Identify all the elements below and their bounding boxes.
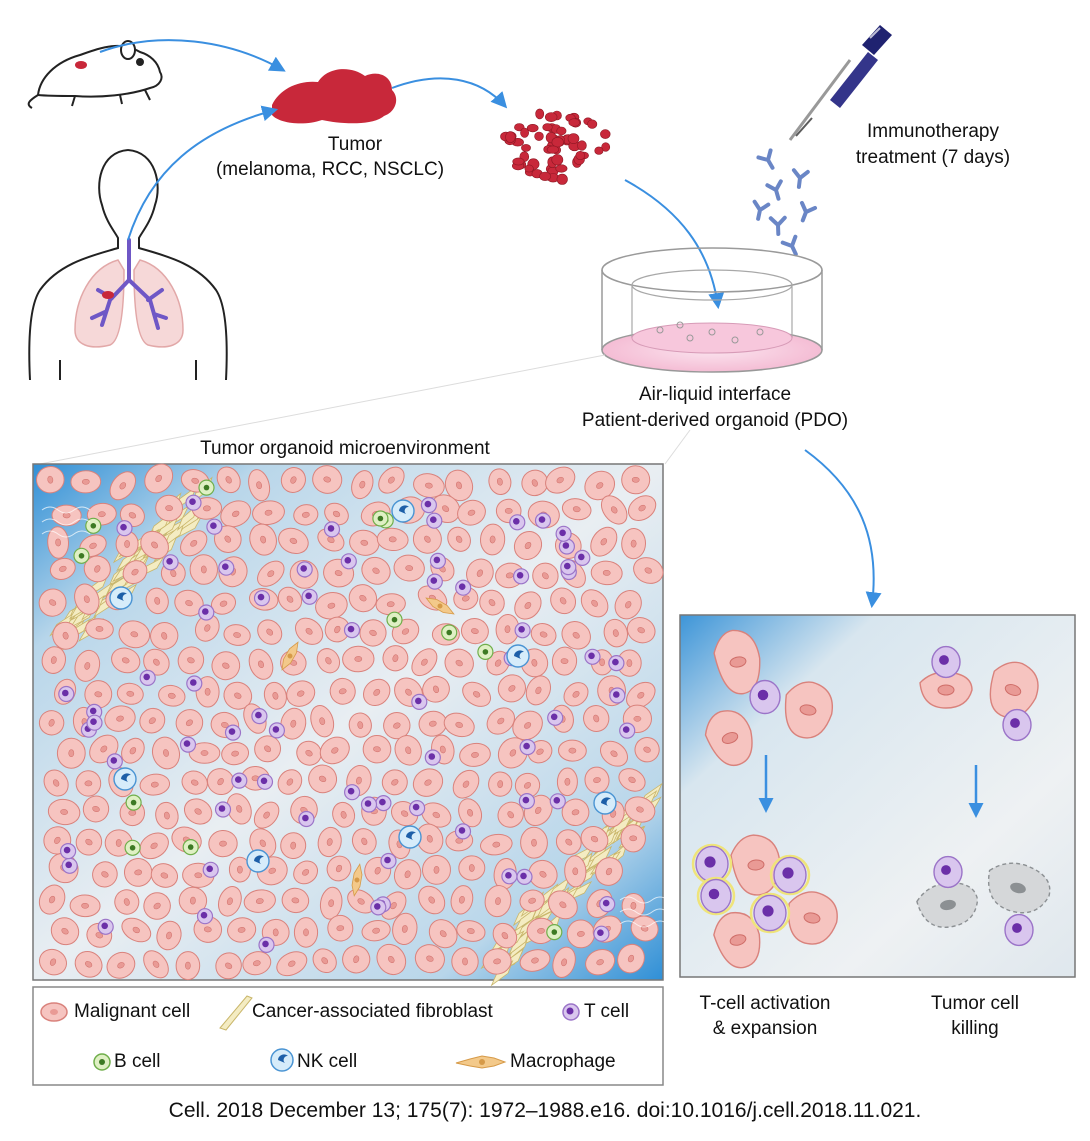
antibodies	[752, 148, 818, 257]
arrow-dish-to-result	[804, 449, 882, 609]
arrow-mouse-to-tumor	[99, 39, 286, 72]
ali-label: Air-liquid interface	[638, 384, 792, 405]
legend-malignant-label: Malignant cell	[74, 1001, 191, 1022]
result-cells	[691, 629, 1051, 969]
legend-tcell-label: T cell	[584, 1001, 630, 1022]
legend-caf-label: Cancer-associated fibroblast	[252, 1001, 493, 1022]
arrow-tumor-to-fragments	[391, 77, 508, 109]
arrow-fragments-to-dish	[624, 179, 725, 310]
tumor-types-label: (melanoma, RCC, NSCLC)	[215, 159, 445, 180]
microenvironment-cells	[36, 463, 669, 987]
tumor-label: Tumor	[327, 134, 383, 155]
tcell-expansion-label: & expansion	[712, 1018, 818, 1039]
tumor-fragments	[500, 108, 611, 185]
tumor-mass	[272, 69, 397, 124]
zoom-guide-right	[664, 429, 691, 465]
lungs-illustration	[74, 238, 184, 348]
microenvironment-title: Tumor organoid microenvironment	[200, 438, 490, 459]
legend-macrophage-label: Macrophage	[510, 1051, 616, 1072]
tcell-activation-label: T-cell activation	[699, 993, 831, 1014]
legend-bcell-label: B cell	[114, 1051, 161, 1072]
citation-footer: Cell. 2018 December 13; 175(7): 1972–198…	[168, 1099, 922, 1122]
petri-dish	[601, 247, 823, 373]
killing-label: killing	[951, 1018, 999, 1039]
zoom-guide-left	[39, 354, 606, 465]
pipette-icon	[788, 25, 892, 141]
arrow-human-to-tumor	[127, 105, 279, 241]
pdo-label: Patient-derived organoid (PDO)	[581, 410, 849, 431]
treatment-duration-label: treatment (7 days)	[855, 147, 1011, 168]
legend-caf-icon	[219, 995, 253, 1031]
legend-nkcell-label: NK cell	[297, 1051, 358, 1072]
legend-icons	[40, 995, 580, 1072]
mouse-illustration	[27, 40, 163, 109]
immunotherapy-label: Immunotherapy	[866, 121, 999, 142]
tumor-killing-label: Tumor cell	[931, 993, 1019, 1014]
legend-box	[32, 986, 664, 1086]
